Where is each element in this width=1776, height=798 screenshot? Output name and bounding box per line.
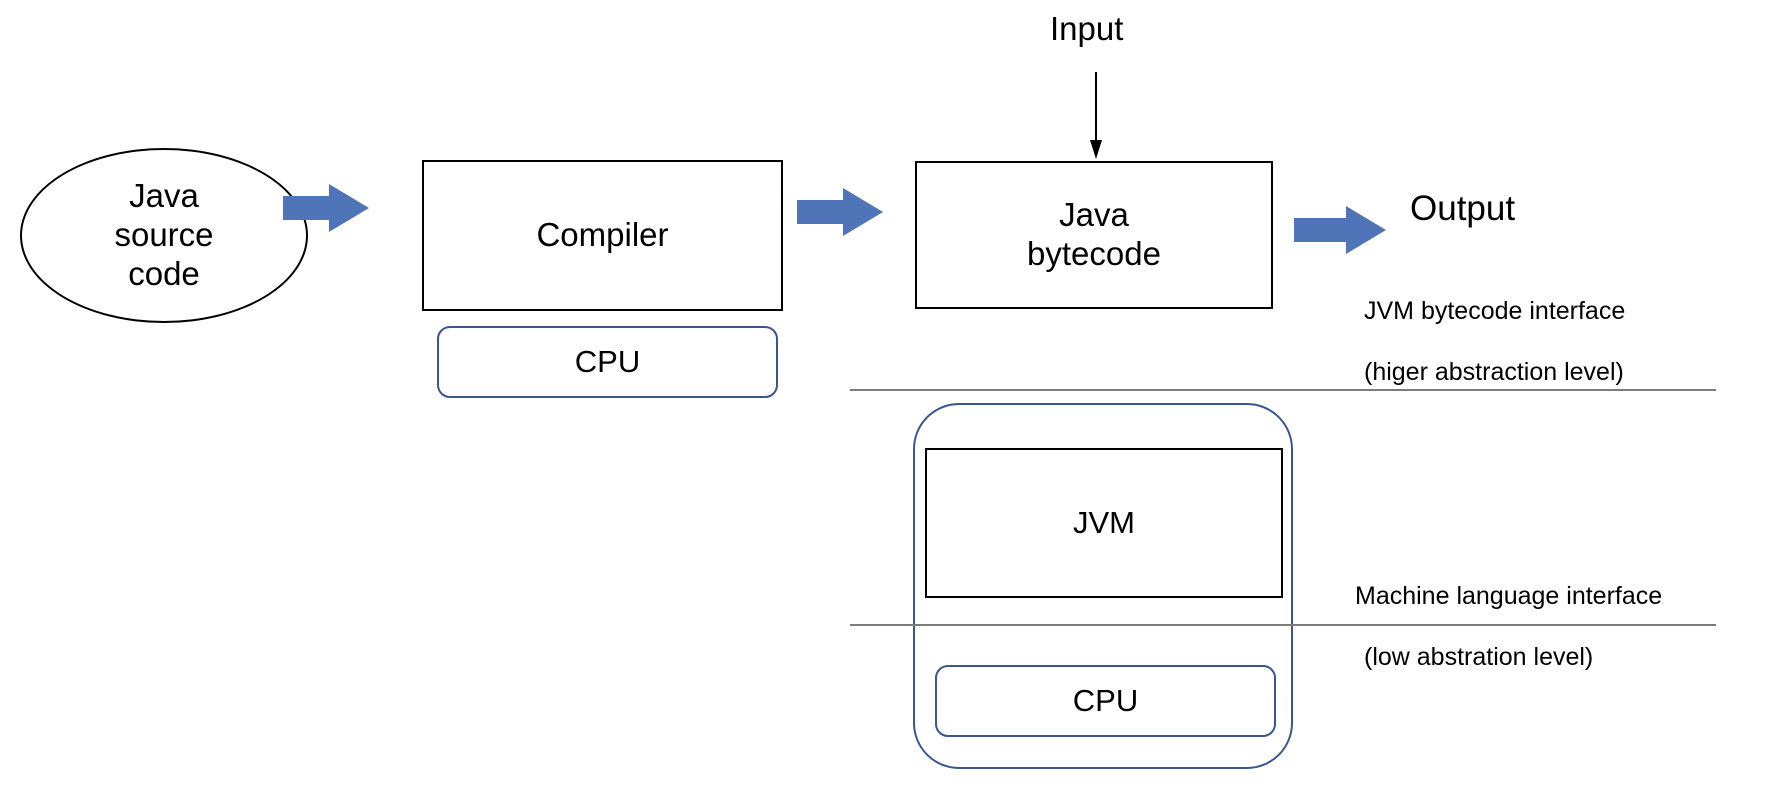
compiler-label: Compiler: [536, 216, 669, 254]
machine-language-interface-label: Machine language interface: [1355, 582, 1663, 610]
jvm-bytecode-interface-line: [850, 389, 1716, 391]
java-source-code-ellipse: Java source code: [20, 148, 308, 323]
arrow-compiler-to-bytecode-icon: [797, 188, 883, 236]
arrow-line: [1095, 72, 1097, 142]
jvm-bytecode-interface-label: JVM bytecode interface: [1364, 297, 1626, 325]
jvm-machine-container: [913, 403, 1293, 769]
cpu-jvm-label: CPU: [1072, 682, 1139, 718]
input-arrow-down-icon: [1090, 72, 1102, 160]
arrow-shaft: [797, 200, 847, 224]
java-bytecode-label: Java bytecode: [1027, 196, 1161, 272]
arrow-shaft: [283, 196, 333, 220]
machine-language-interface-line: [850, 624, 1716, 626]
cpu-box-jvm: CPU: [935, 665, 1276, 737]
jvm-label: JVM: [1073, 504, 1135, 540]
input-label: Input: [1050, 10, 1124, 47]
java-bytecode-box: Java bytecode: [915, 161, 1273, 309]
arrow-head: [1346, 206, 1386, 254]
arrow-shaft: [1294, 218, 1348, 242]
arrow-head: [843, 188, 883, 236]
arrow-head: [329, 184, 369, 232]
arrow-bytecode-to-output-icon: [1294, 206, 1386, 254]
java-source-code-label: Java source code: [114, 177, 214, 292]
arrow-head: [1090, 140, 1102, 159]
low-abstraction-level-label: (low abstration level): [1364, 643, 1594, 671]
jvm-box: JVM: [925, 448, 1283, 598]
higher-abstraction-level-label: (higer abstraction level): [1364, 358, 1624, 386]
output-label: Output: [1410, 189, 1516, 228]
cpu-compiler-label: CPU: [574, 343, 641, 379]
cpu-box-compiler: CPU: [437, 326, 778, 398]
arrow-source-to-compiler-icon: [283, 184, 369, 232]
compiler-box: Compiler: [422, 160, 783, 311]
